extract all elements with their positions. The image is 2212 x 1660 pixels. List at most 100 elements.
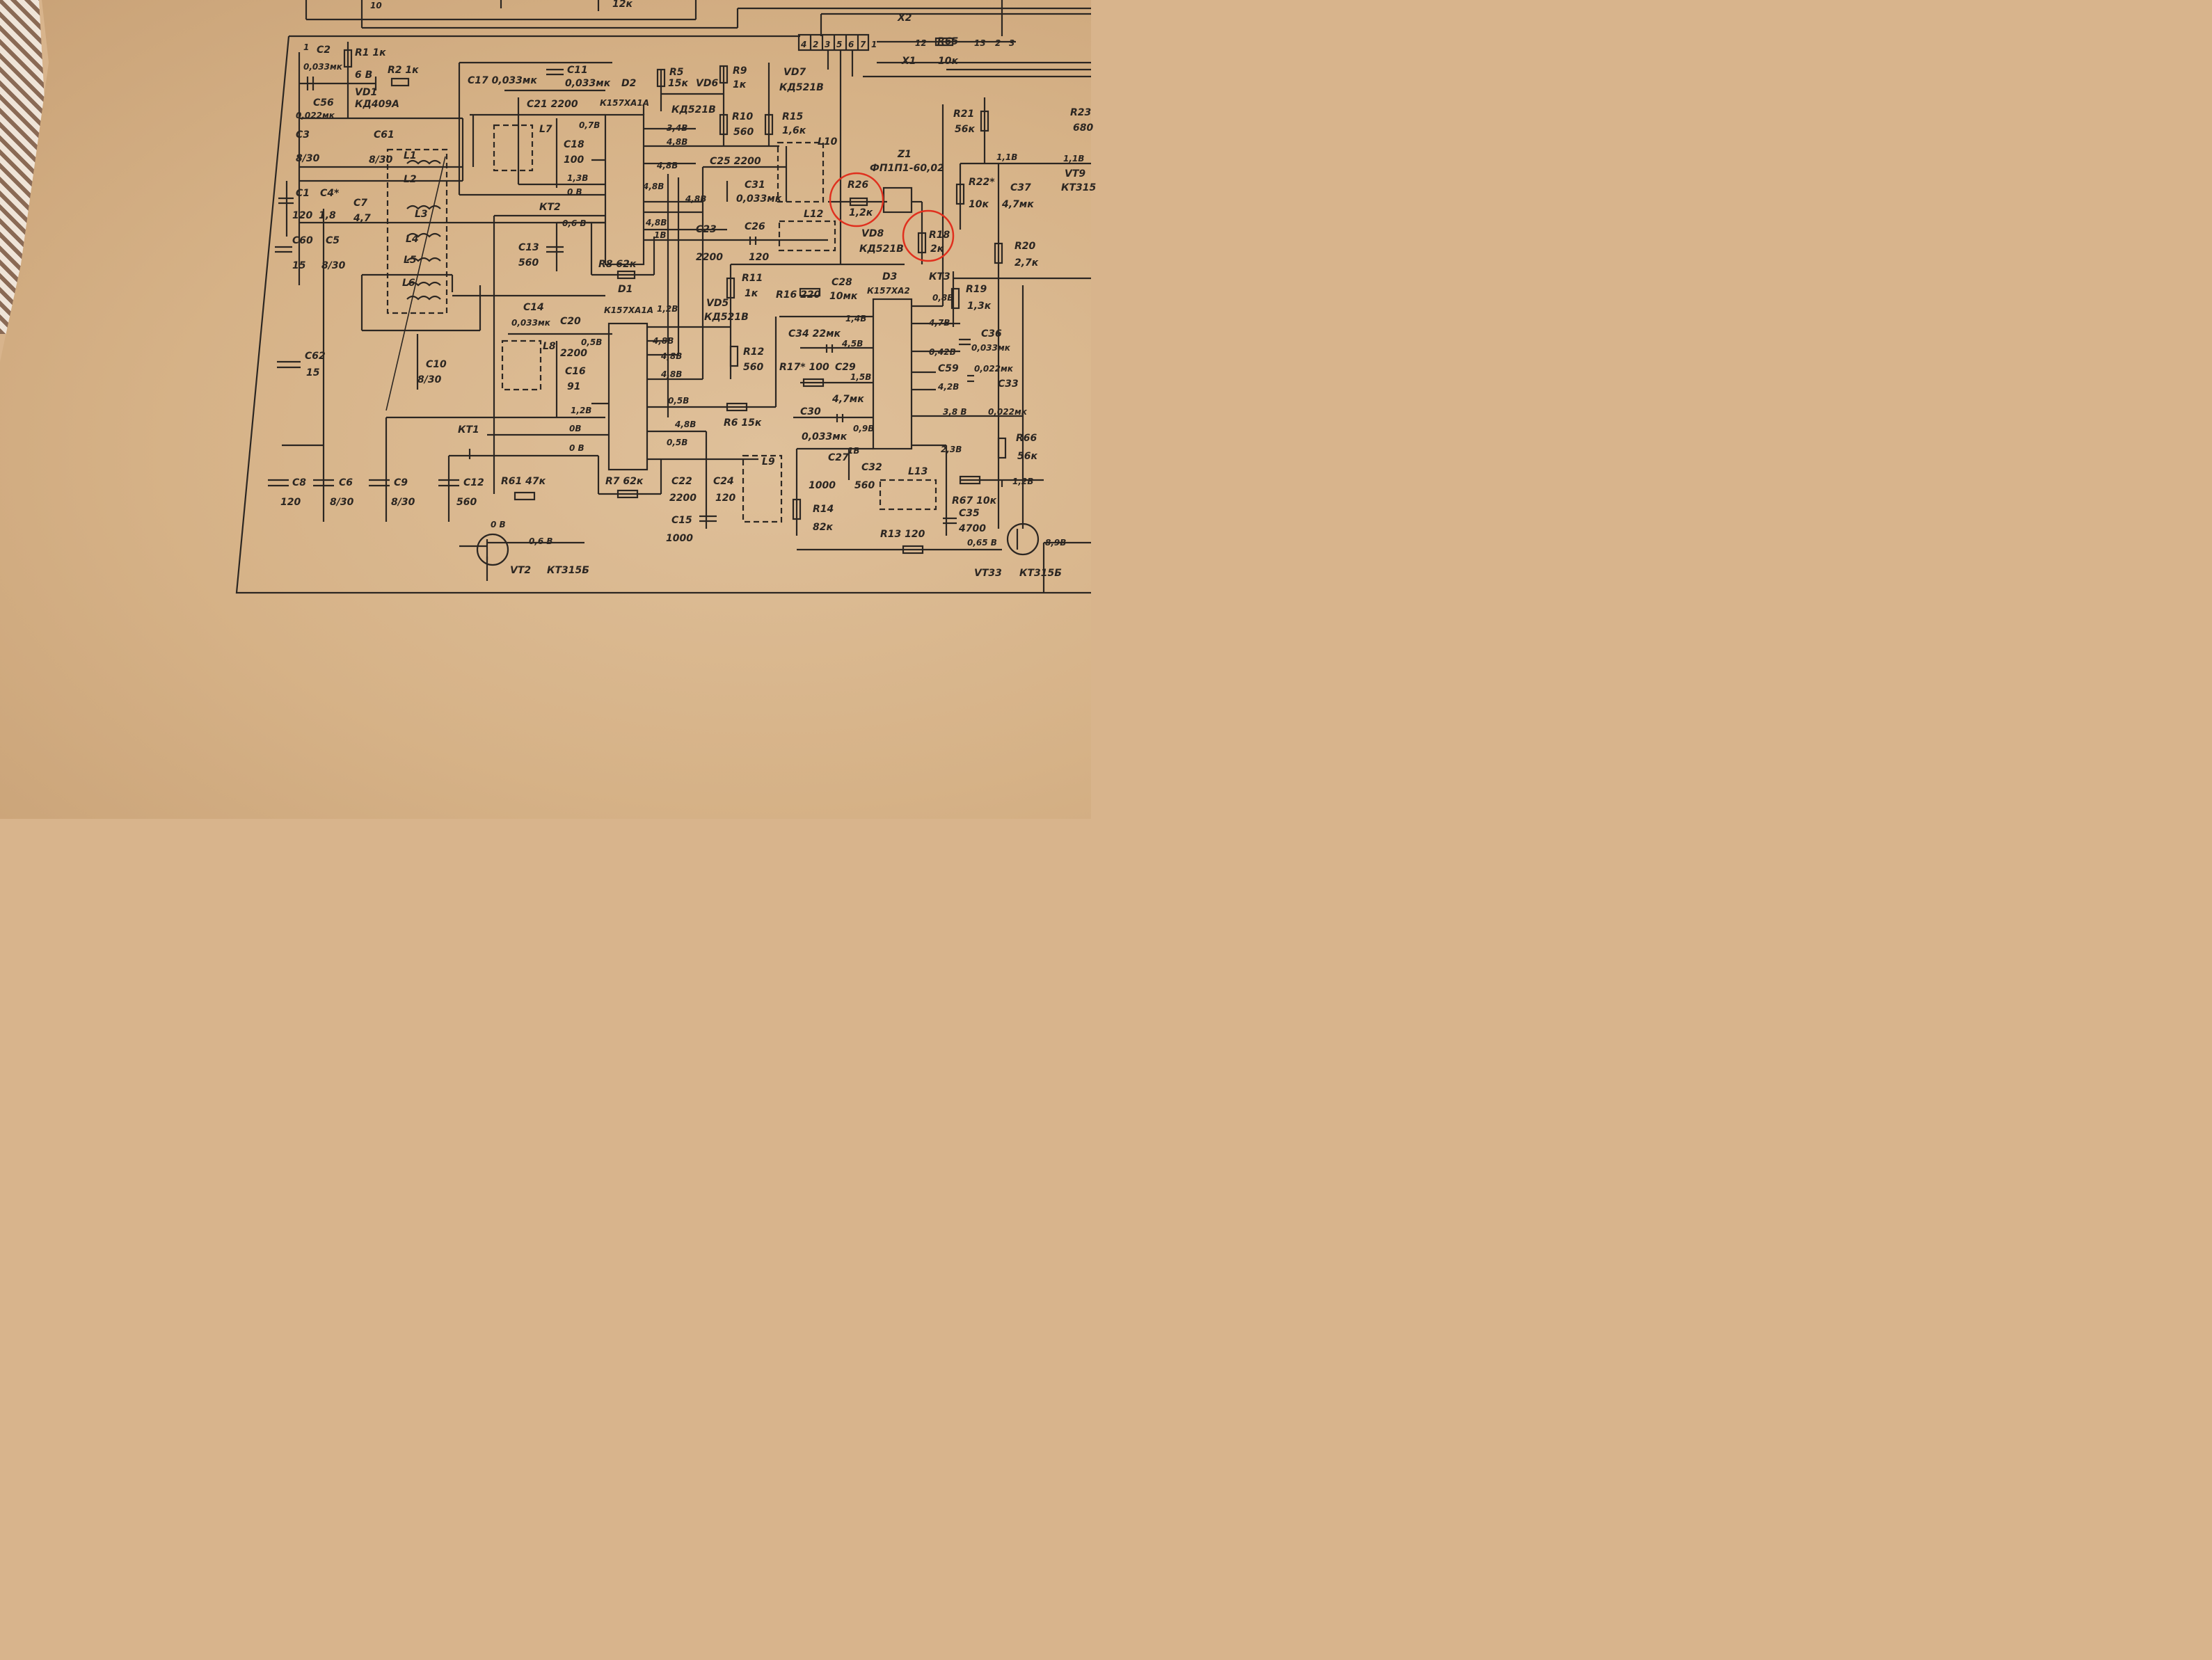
label-r7: R7 62к xyxy=(605,476,644,487)
label-c56-value: 0,022мк xyxy=(296,111,335,120)
label-r26-value: 1,2к xyxy=(849,207,873,218)
label-c3: C3 xyxy=(296,129,310,141)
label-vt2-type: КТ315Б xyxy=(547,565,589,576)
pin-13: 13 xyxy=(974,38,986,48)
voltage-j: 1В xyxy=(654,230,667,240)
voltage-i: 4,8В xyxy=(645,218,667,228)
label-c31: C31 xyxy=(745,179,765,191)
voltage-aj: 0 В xyxy=(491,520,506,529)
highlight-r26 xyxy=(829,172,884,228)
label-c3-value: 8/30 xyxy=(296,153,320,164)
label-c32: C32 xyxy=(861,462,882,473)
label-c36: C36 xyxy=(981,328,1002,340)
label-c5-value: 8/30 xyxy=(321,260,346,271)
label-l2: L2 xyxy=(404,174,417,185)
label-vt33-type: КТ315Б xyxy=(1019,568,1062,579)
label-r23: R23 xyxy=(1070,107,1091,118)
label-c60: C60 xyxy=(292,235,313,246)
voltage-d: 4,8В xyxy=(656,161,678,170)
label-vd8: VD8 xyxy=(861,228,884,239)
voltage-z: 0,9В xyxy=(853,424,874,433)
label-c20-value: 2200 xyxy=(560,348,587,359)
label-r5-value: 15к xyxy=(668,78,688,89)
label-d2: D2 xyxy=(621,78,636,89)
voltage-ao: 4,8В xyxy=(642,182,664,191)
label-c8-value: 120 xyxy=(280,497,301,508)
label-r11-value: 1к xyxy=(745,288,758,299)
label-c11-value: 0,033мк xyxy=(565,78,611,89)
voltage-ak: 0,6 В xyxy=(529,536,553,546)
label-r21-value: 56к xyxy=(955,124,975,135)
label-c10: C10 xyxy=(426,359,447,370)
label-l4: L4 xyxy=(406,234,419,245)
label-c23-value: 2200 xyxy=(696,252,723,263)
label-r61: R61 47к xyxy=(501,476,546,487)
voltage-n: 4,8В xyxy=(660,351,682,361)
voltage-y: 1,5В xyxy=(850,372,871,382)
voltage-w: 1,4В xyxy=(845,314,866,324)
label-vd6-value: КД521В xyxy=(671,104,716,115)
label-c16-value: 91 xyxy=(567,381,580,392)
label-c14-value: 0,033мк xyxy=(511,318,551,328)
label-c14: C14 xyxy=(523,302,544,313)
label-r6: R6 15к xyxy=(724,417,762,429)
paper-sheet xyxy=(0,0,1091,819)
label-r26: R26 xyxy=(848,179,869,191)
label-c17: C17 0,033мк xyxy=(468,75,537,86)
label-c12-value: 560 xyxy=(456,497,477,508)
voltage-o: 4,8В xyxy=(660,369,682,379)
label-c26: C26 xyxy=(745,221,765,232)
label-c27-value: 1000 xyxy=(809,480,836,491)
label-c59-value: 0,022мк xyxy=(974,364,1014,374)
label-c37-value: 4,7мк xyxy=(1001,199,1034,210)
label-c2: C2 xyxy=(317,45,331,56)
voltage-al: 1,1В xyxy=(996,152,1017,162)
voltage-x: 4,5В xyxy=(841,339,863,349)
label-vt2: VT2 xyxy=(510,565,531,576)
label-vd1-value: КД409А xyxy=(355,99,399,110)
voltage-ab: 4,7В xyxy=(928,318,950,328)
label-c1: C1 xyxy=(296,188,310,199)
label-r23-value: 680 xyxy=(1073,122,1093,134)
label-c23: C23 xyxy=(696,224,717,235)
label-c10-value: 8/30 xyxy=(417,374,442,385)
voltage-q: 1,2В xyxy=(571,406,591,415)
label-c21: C21 2200 xyxy=(527,99,578,110)
highlight-r18 xyxy=(902,209,955,262)
label-c30: C30 xyxy=(800,406,821,417)
label-c1-value: 120 xyxy=(292,210,312,221)
label-z1: Z1 xyxy=(897,149,912,160)
label-r67: R67 10к xyxy=(952,495,997,506)
voltage-m: 4,8В xyxy=(652,336,674,346)
label-r5: R5 xyxy=(669,67,684,78)
label-d1-type: К157ХА1А xyxy=(604,305,653,315)
label-r12: R12 xyxy=(743,346,764,358)
label-c11: C11 xyxy=(567,65,588,76)
label-r19-value: 1,3к xyxy=(967,301,992,312)
label-c62: C62 xyxy=(305,351,326,362)
label-l7: L7 xyxy=(539,124,552,135)
label-c61: C61 xyxy=(374,129,395,141)
label-c62-value: 15 xyxy=(306,367,320,378)
wires xyxy=(235,0,1091,594)
label-r16: R16 220 xyxy=(776,289,821,301)
label-l5: L5 xyxy=(404,255,417,266)
label-c15: C15 xyxy=(671,515,692,526)
label-d3-type: К157ХА2 xyxy=(867,286,910,296)
voltage-aa: 1В xyxy=(848,446,860,456)
label-c22-value: 2200 xyxy=(669,493,697,504)
label-c15-value: 1000 xyxy=(666,533,693,544)
voltage-an: 0,8В xyxy=(932,293,953,303)
label-r65-value: 10к xyxy=(938,56,958,67)
schematic-diagram: C2 0,033мк R1 1к 6 В R2 1к VD1 КД409А C5… xyxy=(235,0,1096,594)
label-l6: L6 xyxy=(402,278,415,289)
label-c25: C25 2200 xyxy=(710,156,761,167)
label-c32-value: 560 xyxy=(854,480,875,491)
label-vt9-type: КТ315 xyxy=(1061,182,1096,193)
label-r15: R15 xyxy=(782,111,804,122)
label-c13-value: 560 xyxy=(518,257,539,269)
label-vd7-value: КД521В xyxy=(779,82,824,93)
label-r1: R1 1к xyxy=(355,47,386,58)
label-c59: C59 xyxy=(938,363,959,374)
voltage-e: 4,8В xyxy=(685,194,706,204)
